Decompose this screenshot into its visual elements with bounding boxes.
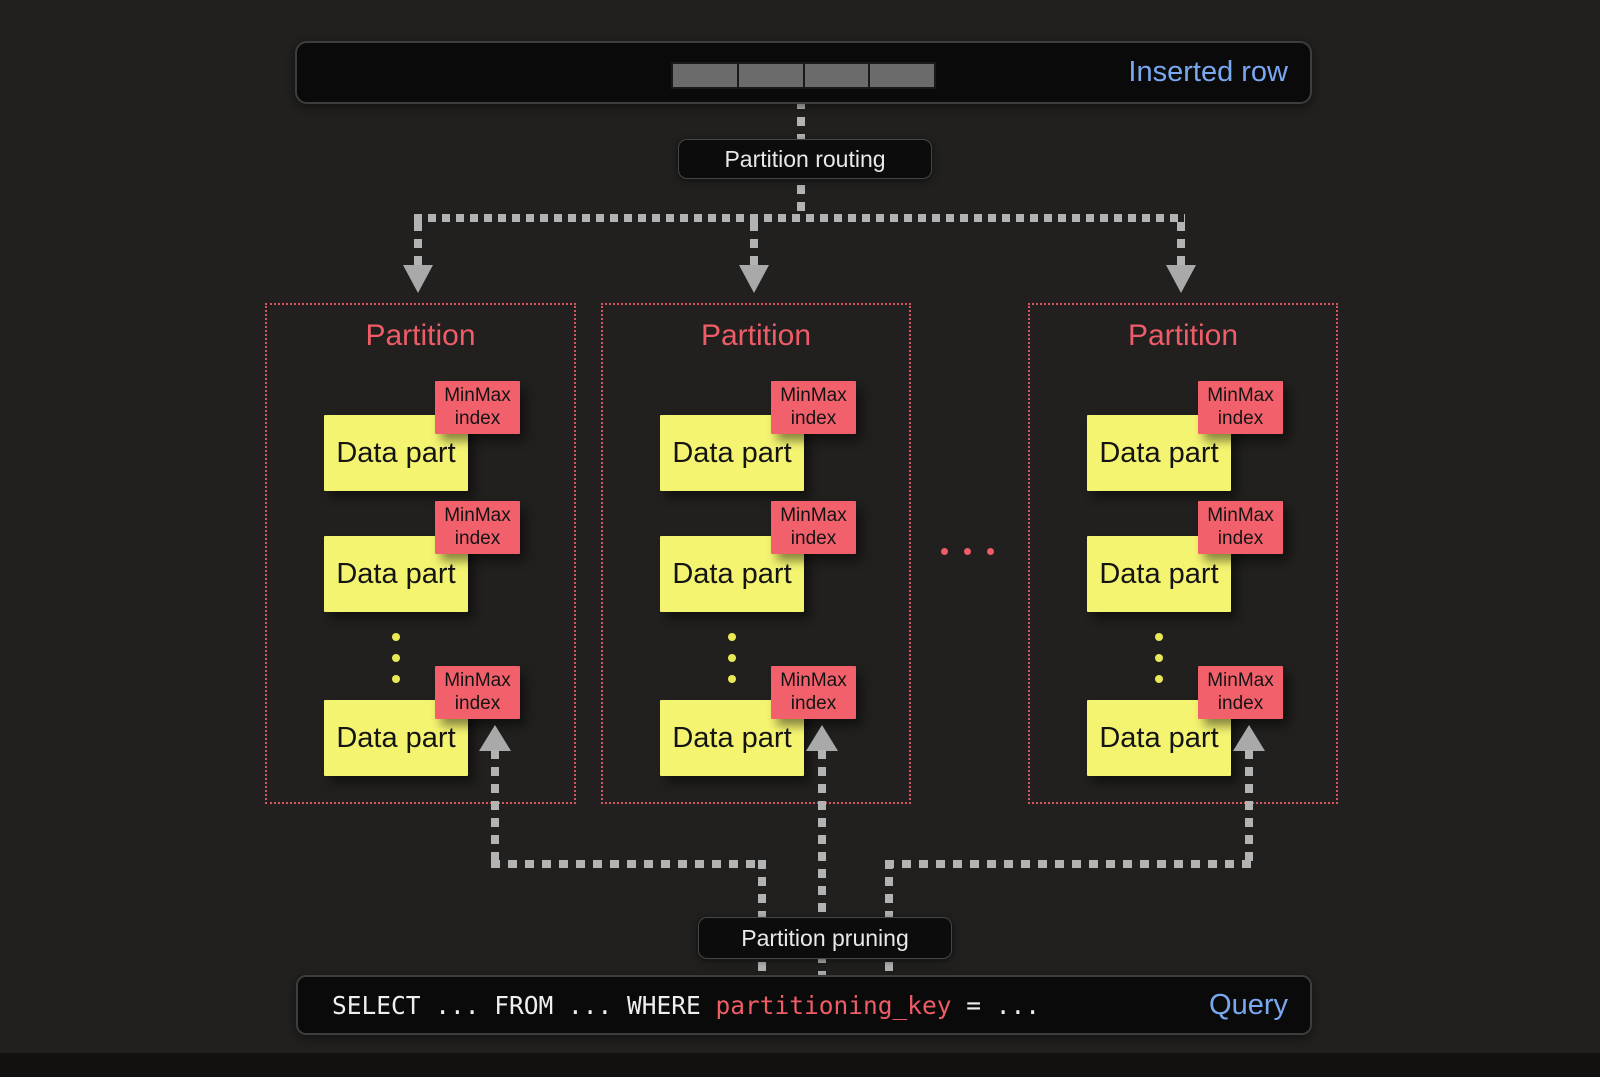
- pruning-line-right-horizontal: [885, 860, 1253, 868]
- more-parts-dot: [392, 675, 400, 683]
- minmax-index-tag: MinMax index: [1198, 381, 1283, 434]
- row-cell: [738, 64, 805, 87]
- more-parts-dot: [728, 633, 736, 641]
- minmax-index-tag: MinMax index: [435, 381, 520, 434]
- query-box: SELECT ... FROM ... WHERE partitioning_k…: [296, 975, 1312, 1035]
- more-partitions-dot: [964, 548, 971, 555]
- branch-drop-line: [750, 222, 758, 266]
- more-parts-dot: [1155, 654, 1163, 662]
- data-part-box: Data part: [1087, 415, 1231, 491]
- row-cells: [671, 62, 936, 89]
- more-parts-dot: [1155, 675, 1163, 683]
- pruning-line-right-up: [1245, 750, 1253, 868]
- query-code: SELECT ... FROM ... WHERE partitioning_k…: [332, 977, 1040, 1033]
- arrowhead-up-icon: [806, 725, 838, 751]
- row-cell: [804, 64, 871, 87]
- minmax-index-tag: MinMax index: [771, 381, 856, 434]
- inserted-row-box: Inserted row: [295, 41, 1312, 104]
- partitioning-key-text: partitioning_key: [715, 990, 952, 1020]
- minmax-index-tag: MinMax index: [435, 666, 520, 719]
- row-cell: [673, 64, 739, 87]
- query-label: Query: [1209, 988, 1288, 1021]
- more-parts-dot: [392, 654, 400, 662]
- minmax-index-tag: MinMax index: [435, 501, 520, 554]
- minmax-index-tag: MinMax index: [771, 501, 856, 554]
- partition-box: Partition MinMax index Data part MinMax …: [601, 303, 911, 804]
- partition-pruning-label: Partition pruning: [698, 917, 952, 959]
- partition-routing-label: Partition routing: [678, 139, 932, 179]
- more-parts-dot: [728, 675, 736, 683]
- branch-drop-line: [1177, 222, 1185, 266]
- arrowhead-down-icon: [739, 265, 769, 293]
- code-text: = ...: [951, 990, 1041, 1020]
- partition-title: Partition: [1127, 319, 1239, 352]
- more-partitions-dot: [941, 548, 948, 555]
- partition-box: Partition MinMax index Data part MinMax …: [265, 303, 576, 804]
- branch-line: [414, 214, 1185, 222]
- pruning-line-left-up: [491, 750, 499, 868]
- partition-box: Partition MinMax index Data part MinMax …: [1028, 303, 1338, 804]
- pruning-line-left-horizontal: [491, 860, 766, 868]
- arrowhead-up-icon: [1233, 725, 1265, 751]
- data-part-box: Data part: [324, 700, 468, 776]
- branch-drop-line: [414, 222, 422, 266]
- code-text: SELECT ... FROM ... WHERE: [332, 990, 716, 1020]
- partition-title: Partition: [365, 319, 476, 352]
- pruning-line-middle: [818, 750, 826, 975]
- partition-title: Partition: [700, 319, 812, 352]
- more-partitions-dot: [987, 548, 994, 555]
- minmax-index-tag: MinMax index: [1198, 666, 1283, 719]
- arrowhead-down-icon: [1166, 265, 1196, 293]
- minmax-index-tag: MinMax index: [771, 666, 856, 719]
- bottom-strip: [0, 1053, 1600, 1077]
- inserted-row-label: Inserted row: [1128, 56, 1288, 88]
- arrowhead-down-icon: [403, 265, 433, 293]
- more-parts-dot: [728, 654, 736, 662]
- more-parts-dot: [392, 633, 400, 641]
- more-parts-dot: [1155, 633, 1163, 641]
- arrowhead-up-icon: [479, 725, 511, 751]
- row-cell: [870, 64, 934, 87]
- minmax-index-tag: MinMax index: [1198, 501, 1283, 554]
